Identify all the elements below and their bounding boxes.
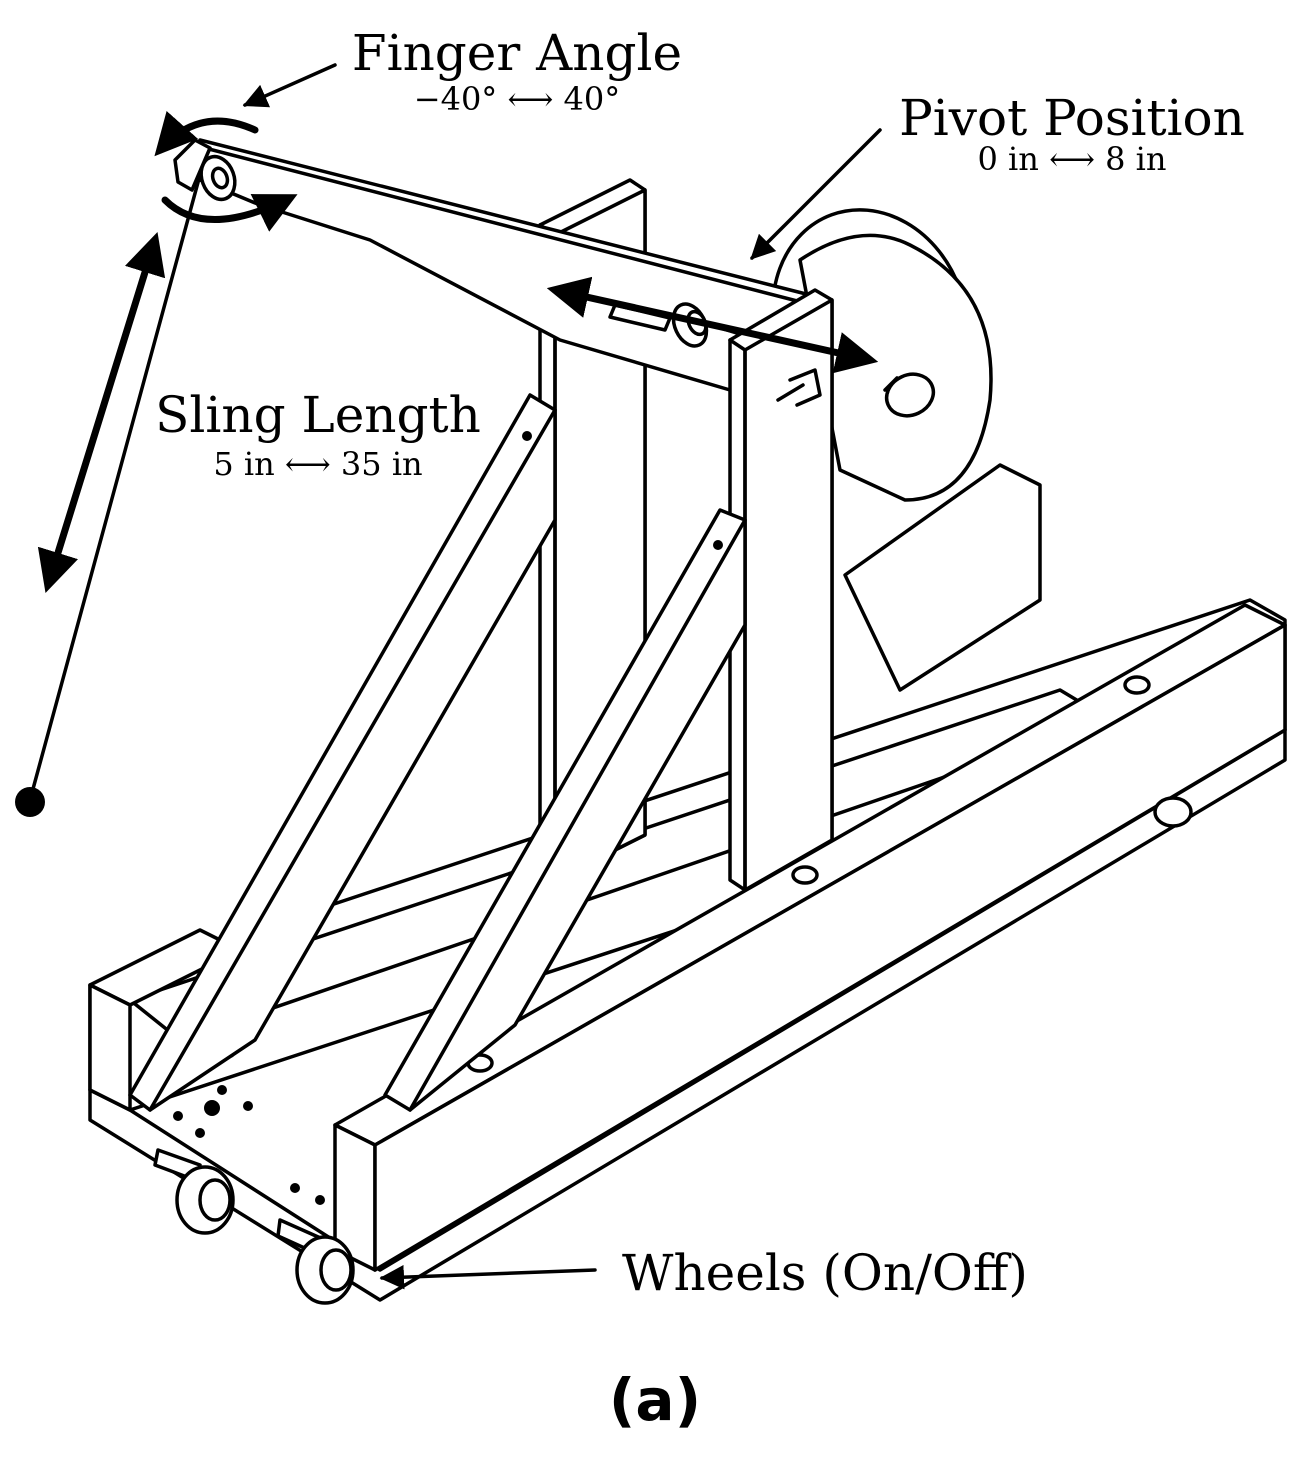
finger-angle-leader: [242, 63, 337, 108]
sling-length-title: Sling Length: [155, 386, 481, 444]
pivot-position-arrow: [546, 276, 879, 374]
sling: [15, 173, 202, 817]
wheels-title: Wheels (On/Off): [622, 1244, 1028, 1302]
finger-angle-title: Finger Angle: [352, 24, 682, 82]
pivot-position-range: 0 in ⟷ 8 in: [978, 140, 1167, 178]
projectile: [15, 787, 45, 817]
sling-length-range: 5 in ⟷ 35 in: [213, 445, 422, 483]
finger-angle-arrows: [154, 110, 298, 232]
throwing-arm: [173, 138, 812, 392]
panel-label: (a): [609, 1366, 701, 1434]
finger-angle-range: −40° ⟷ 40°: [414, 80, 620, 118]
wheels: [153, 796, 1193, 1305]
catapult-base: [88, 463, 1287, 1302]
sling-length-arrow: [37, 231, 166, 594]
diagonal-braces: [128, 393, 747, 1112]
wheels-leader: [379, 1264, 597, 1290]
pivot-position-title: Pivot Position: [899, 89, 1245, 147]
upright-front: [728, 288, 834, 892]
pivot-position-leader: [750, 128, 882, 260]
